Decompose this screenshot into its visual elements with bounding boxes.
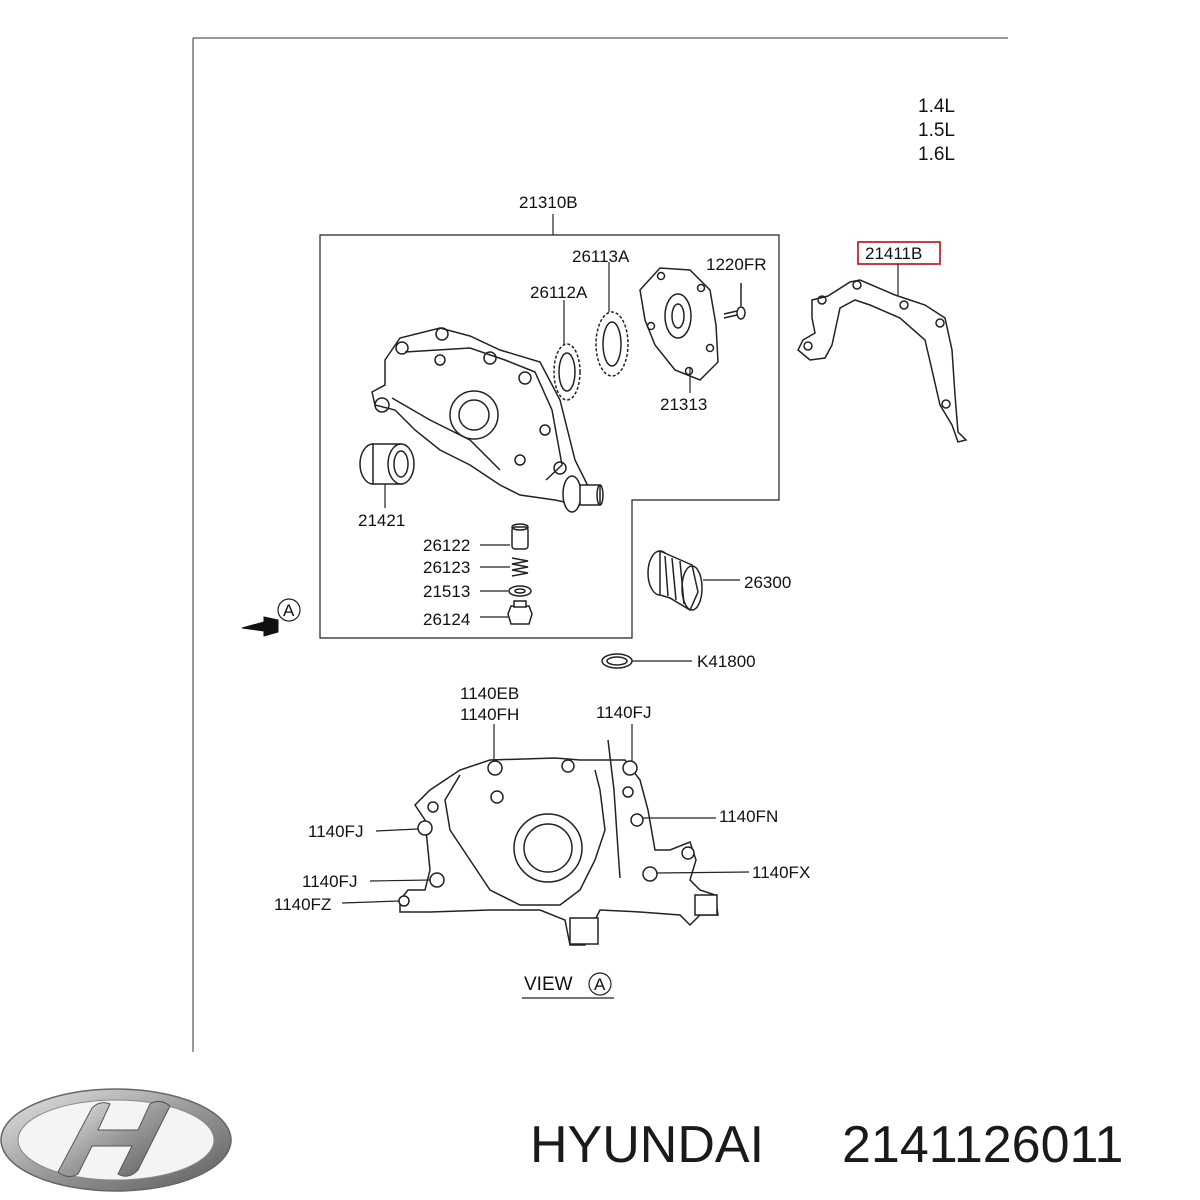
leader-1140FZ bbox=[341, 900, 400, 904]
engine-size-3: 1.6L bbox=[918, 144, 955, 165]
view-a-letter: A bbox=[283, 601, 295, 620]
label-1140FN[interactable]: 1140FN bbox=[719, 807, 778, 826]
leader-1140FJ-left1 bbox=[375, 828, 419, 832]
label-1140FZ[interactable]: 1140FZ bbox=[274, 895, 331, 914]
hyundai-logo-icon bbox=[0, 1088, 232, 1192]
label-21421[interactable]: 21421 bbox=[358, 511, 405, 530]
label-1140FJ-left1[interactable]: 1140FJ bbox=[308, 822, 363, 841]
plunger-26122-part bbox=[511, 523, 529, 550]
bolt-1220FR-part bbox=[723, 283, 746, 320]
view-a-circle bbox=[277, 598, 301, 622]
label-26300[interactable]: 26300 bbox=[744, 573, 791, 592]
gear-26113A-part bbox=[595, 311, 629, 377]
label-26112A[interactable]: 26112A bbox=[530, 283, 588, 302]
oil-filter-26300-part bbox=[647, 549, 703, 612]
cover-21313-part bbox=[639, 267, 719, 381]
assembly-label[interactable]: 21310B bbox=[519, 193, 578, 212]
oil-pump-body bbox=[371, 327, 604, 513]
brand-name: HYUNDAI bbox=[530, 1116, 764, 1174]
label-26113A[interactable]: 26113A bbox=[572, 247, 630, 266]
view-caption-letter: A bbox=[594, 975, 606, 994]
label-1140FJ-left2[interactable]: 1140FJ bbox=[302, 872, 357, 891]
label-K41800[interactable]: K41800 bbox=[697, 652, 756, 671]
view-a-arrow bbox=[241, 616, 279, 637]
leader-1140FJ-left2 bbox=[369, 879, 431, 882]
gasket-21411B-part bbox=[797, 279, 968, 443]
view-a-pump-body bbox=[398, 739, 719, 946]
view-caption: VIEW bbox=[524, 974, 573, 995]
spring-26123-part bbox=[511, 557, 529, 577]
highlight-box bbox=[857, 241, 941, 265]
view-caption-circle bbox=[588, 972, 612, 996]
plug-26124-part bbox=[507, 600, 533, 625]
label-21313[interactable]: 21313 bbox=[660, 395, 707, 414]
label-21513[interactable]: 21513 bbox=[423, 582, 470, 601]
oring-K41800-inner bbox=[606, 656, 628, 666]
gear-26112A-part bbox=[553, 343, 581, 401]
label-1140FJ-top[interactable]: 1140FJ bbox=[596, 703, 651, 722]
label-1140EB[interactable]: 1140EB bbox=[460, 684, 519, 703]
label-1220FR[interactable]: 1220FR bbox=[706, 255, 766, 274]
label-26122[interactable]: 26122 bbox=[423, 536, 470, 555]
label-1140FX[interactable]: 1140FX bbox=[752, 863, 810, 882]
label-26124[interactable]: 26124 bbox=[423, 610, 470, 629]
washer-21513-part bbox=[508, 585, 532, 597]
part-number: 2141126011 bbox=[842, 1116, 1123, 1174]
engine-size-1: 1.4L bbox=[918, 96, 955, 117]
label-1140FH[interactable]: 1140FH bbox=[460, 705, 519, 724]
label-21411B[interactable]: 21411B bbox=[865, 244, 922, 263]
assembly-outline bbox=[319, 234, 780, 639]
seal-21421-part bbox=[359, 443, 415, 485]
label-26123[interactable]: 26123 bbox=[423, 558, 470, 577]
leader-1140FX bbox=[656, 871, 750, 874]
engine-size-2: 1.5L bbox=[918, 120, 955, 141]
